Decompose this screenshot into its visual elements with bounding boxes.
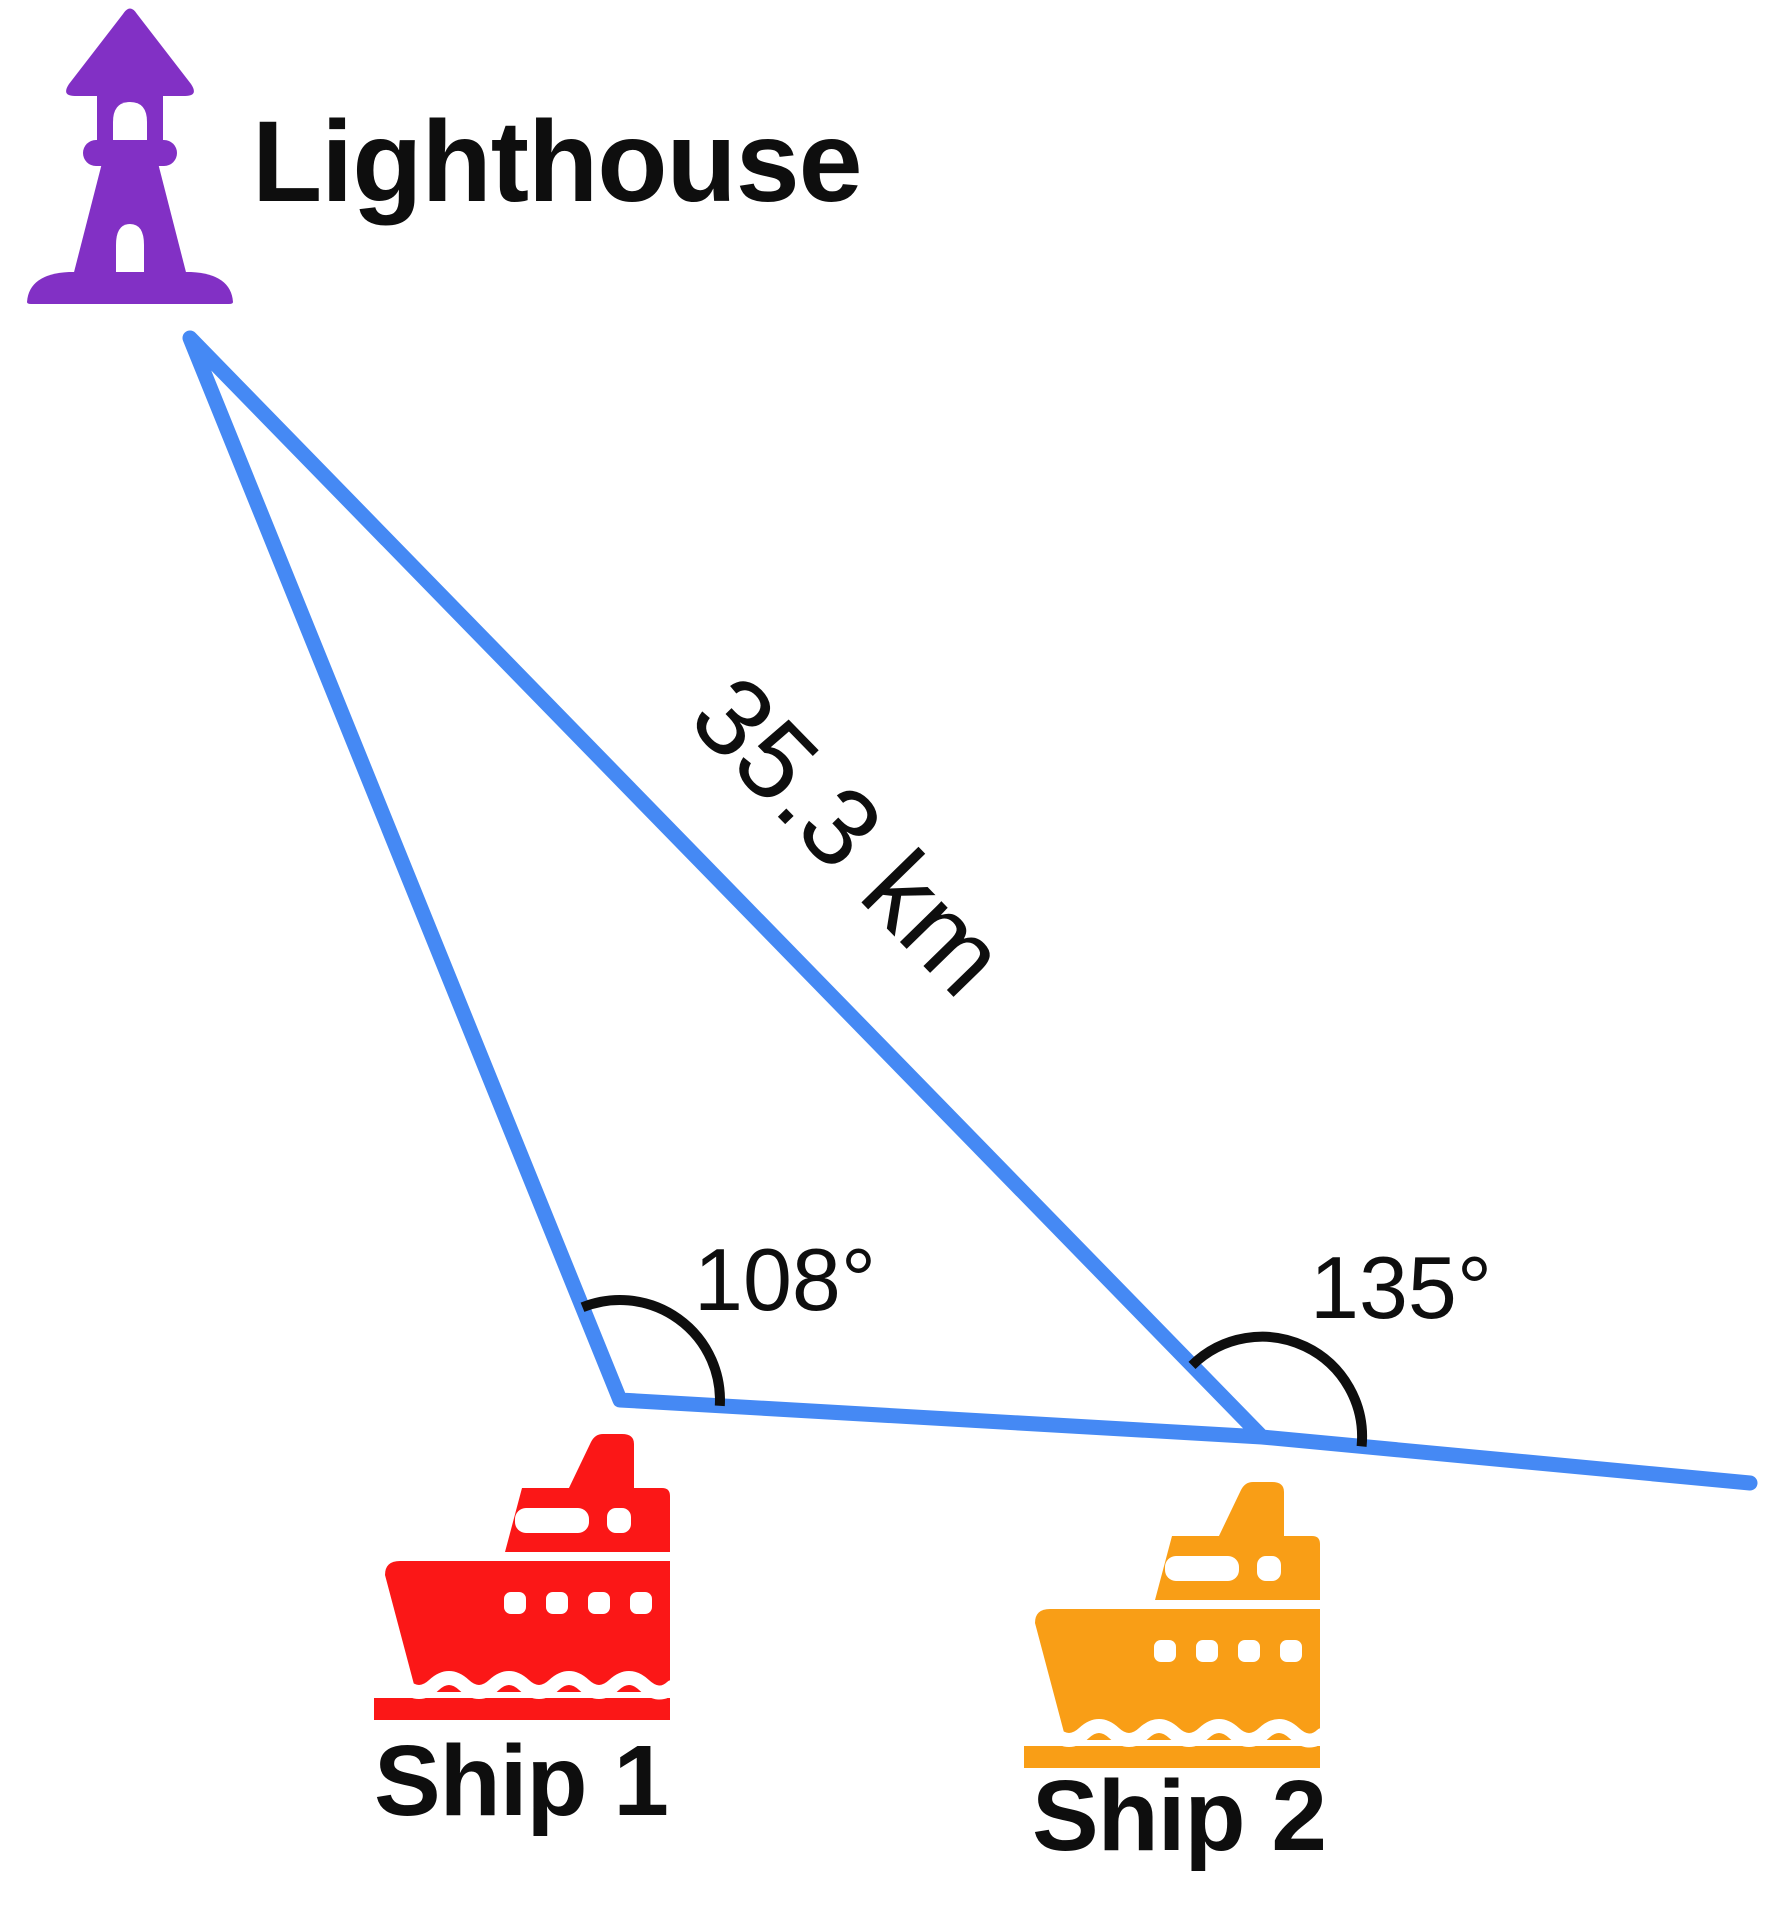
lighthouse-roof (66, 8, 194, 96)
lighthouse-tower (72, 163, 188, 280)
ship1-angle-arc (580, 1295, 725, 1407)
distance-label: 35.3 km (668, 653, 1029, 1019)
lighthouse-balcony (83, 140, 177, 166)
triangle-lines (182, 330, 1758, 1491)
ship2-angle-label: 135° (1310, 1238, 1492, 1337)
lighthouse-label: Lighthouse (252, 98, 862, 226)
ship2-label: Ship 2 (1032, 1760, 1326, 1872)
ship1-angle-label: 108° (694, 1230, 876, 1329)
lighthouse-window (113, 102, 147, 148)
ship2-icon (1024, 1482, 1322, 1768)
ship1-icon (374, 1434, 672, 1720)
lighthouse-base (27, 272, 233, 304)
lighthouse-door (116, 224, 144, 280)
lighthouse-icon (27, 8, 233, 304)
ship2-angle-arc (1188, 1331, 1368, 1447)
ship1-label: Ship 1 (374, 1725, 668, 1837)
